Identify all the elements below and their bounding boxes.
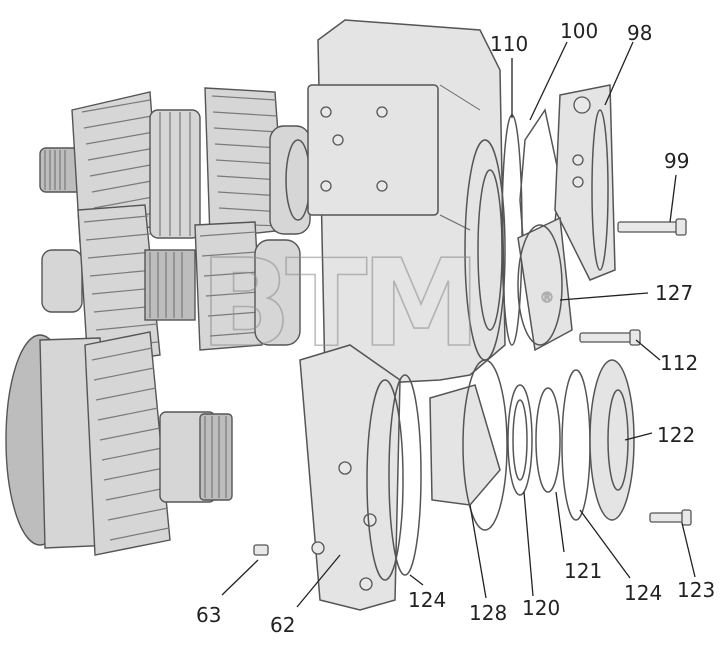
callout-121: 121 (564, 559, 602, 583)
part-121-seal (535, 387, 561, 493)
part-128-bearing-housing (429, 359, 508, 531)
callout-128: 128 (469, 601, 507, 625)
callout-110: 110 (490, 32, 528, 56)
callout-124-right: 124 (624, 581, 662, 605)
part-124-gasket-left (388, 374, 422, 576)
lower-gear-shaft (5, 331, 233, 556)
part-120-bearing (507, 384, 533, 496)
callout-123: 123 (677, 578, 715, 602)
callout-98: 98 (627, 21, 652, 45)
upper-gear-shaft (39, 87, 311, 243)
callout-127: 127 (655, 281, 693, 305)
part-99-bolt (617, 218, 687, 236)
callout-120: 120 (522, 596, 560, 620)
callout-62: 62 (270, 613, 295, 637)
registered-mark: ® (540, 290, 554, 306)
part-122-cover-flange (589, 359, 635, 521)
callout-122: 122 (657, 423, 695, 447)
part-63-pin (253, 544, 269, 556)
callout-100: 100 (560, 19, 598, 43)
part-124-gasket-right (561, 369, 591, 521)
part-123-bolt (649, 509, 692, 526)
callout-124-left: 124 (408, 588, 446, 612)
part-127-clamp-ring (517, 216, 573, 352)
leader-lines (221, 41, 696, 608)
gearbox-housing (299, 19, 506, 611)
part-112-bolt (579, 329, 641, 346)
callout-63: 63 (196, 603, 221, 627)
watermark-logo: BTM (200, 235, 475, 374)
callout-99: 99 (664, 149, 689, 173)
part-98-bracket (554, 84, 616, 281)
middle-gear-shaft (41, 204, 301, 366)
callout-112: 112 (660, 351, 698, 375)
